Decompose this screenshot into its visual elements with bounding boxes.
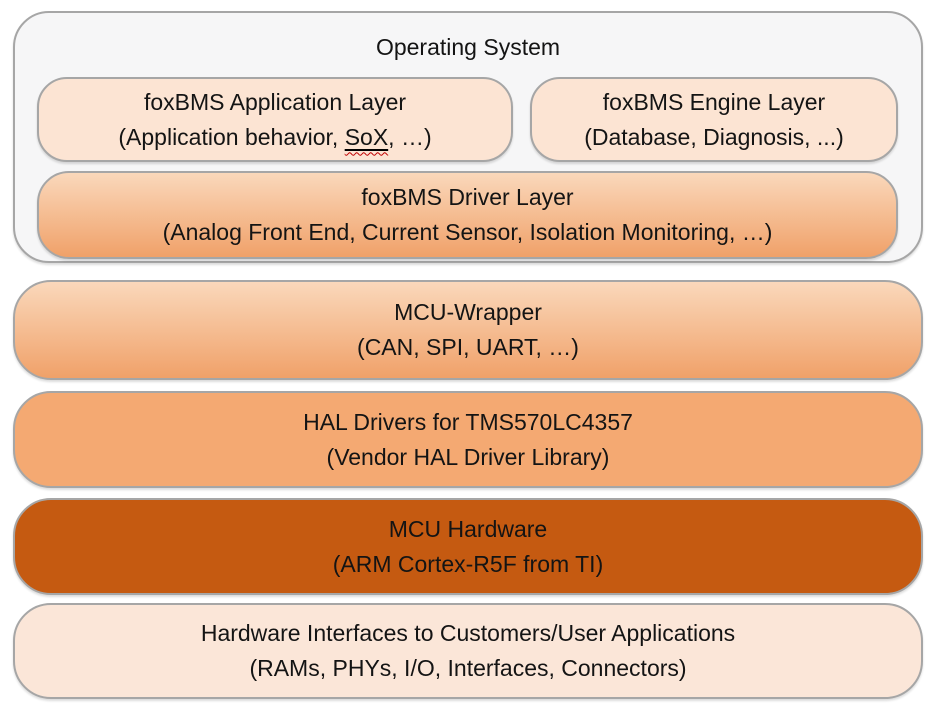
layer-driver: foxBMS Driver Layer (Analog Front End, C… <box>37 171 898 259</box>
layer-application-subtitle: (Application behavior, SoX, …) <box>118 120 431 155</box>
layer-engine-title: foxBMS Engine Layer <box>602 88 826 115</box>
operating-system-label: Operating System <box>375 34 561 60</box>
layer-mcu-hardware-subtitle: (ARM Cortex-R5F from TI) <box>332 550 604 577</box>
layer-hardware-interfaces-title: Hardware Interfaces to Customers/User Ap… <box>200 620 736 646</box>
application-subtitle-suffix: , …) <box>388 123 432 150</box>
sox-term: SoX <box>345 124 388 150</box>
layer-mcu-hardware: MCU Hardware (ARM Cortex-R5F from TI) <box>13 498 923 595</box>
layer-hal-drivers-title: HAL Drivers for TMS570LC4357 <box>303 408 633 435</box>
layer-mcu-wrapper-subtitle: (CAN, SPI, UART, …) <box>357 334 579 360</box>
layer-engine: foxBMS Engine Layer (Database, Diagnosis… <box>530 77 898 162</box>
layer-mcu-wrapper-title: MCU-Wrapper <box>394 299 542 325</box>
layer-hal-drivers: HAL Drivers for TMS570LC4357 (Vendor HAL… <box>13 391 923 488</box>
layer-application: foxBMS Application Layer (Application be… <box>37 77 513 162</box>
layer-mcu-wrapper: MCU-Wrapper (CAN, SPI, UART, …) <box>13 280 923 380</box>
layer-hal-drivers-subtitle: (Vendor HAL Driver Library) <box>326 443 610 470</box>
sox-spellcheck-squiggle: SoX <box>344 123 389 150</box>
layer-hardware-interfaces-subtitle: (RAMs, PHYs, I/O, Interfaces, Connectors… <box>249 655 687 681</box>
layer-driver-title: foxBMS Driver Layer <box>361 184 574 210</box>
application-subtitle-prefix: (Application behavior, <box>118 123 345 150</box>
layer-mcu-hardware-title: MCU Hardware <box>388 515 548 542</box>
layer-application-title: foxBMS Application Layer <box>143 88 407 115</box>
layer-driver-subtitle: (Analog Front End, Current Sensor, Isola… <box>162 219 773 245</box>
layer-engine-subtitle: (Database, Diagnosis, ...) <box>584 123 844 150</box>
layer-hardware-interfaces: Hardware Interfaces to Customers/User Ap… <box>13 603 923 699</box>
